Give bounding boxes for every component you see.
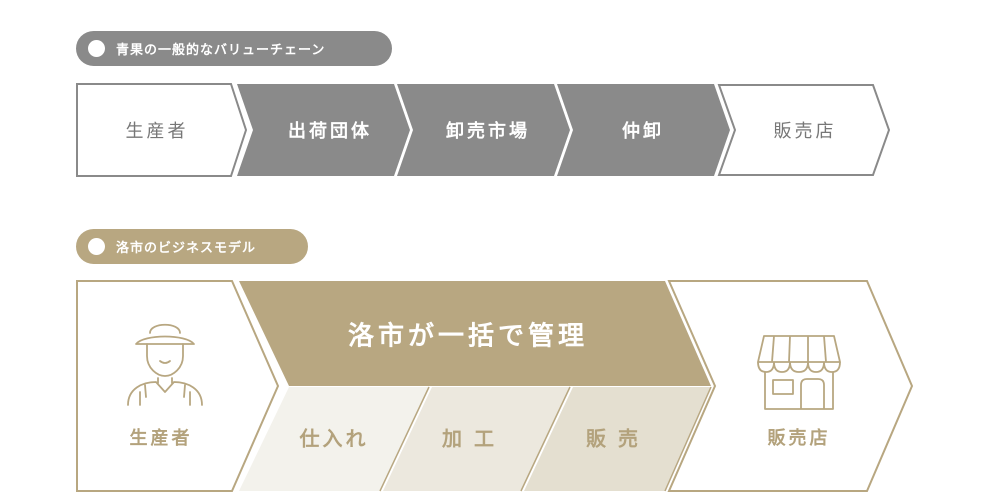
value-chain-title-pill: 青果の一般的なバリューチェーン xyxy=(76,31,392,66)
store-icon xyxy=(757,335,841,410)
sub-step-sales-label: 販売 xyxy=(586,426,650,451)
sub-step-divider xyxy=(379,386,430,492)
step-producer-shape xyxy=(76,83,248,177)
sub-step-processing-shape xyxy=(383,387,570,491)
producer-shape xyxy=(76,280,280,492)
step-retailer-label: 販売店 xyxy=(773,121,837,142)
value-chain-title: 青果の一般的なバリューチェーン xyxy=(116,43,326,58)
sub-step-sales-shape xyxy=(524,387,711,491)
managed-banner-label: 洛市が一括で管理 xyxy=(347,321,589,352)
bullet-dot-icon xyxy=(88,238,105,255)
step-wholesale-market-shape xyxy=(397,84,570,176)
step-wholesale-market-label: 卸売市場 xyxy=(446,121,530,142)
retailer-label: 販売店 xyxy=(767,428,831,449)
business-model-title: 洛市のビジネスモデル xyxy=(116,241,257,256)
step-shipping-group-label: 出荷団体 xyxy=(288,121,372,142)
sub-step-divider xyxy=(664,386,712,492)
step-intermediate-wholesaler-label: 仲卸 xyxy=(622,121,664,142)
sub-step-purchase-label: 仕入れ xyxy=(299,426,369,451)
sub-step-divider xyxy=(520,386,571,492)
step-retailer-shape xyxy=(717,84,891,176)
step-intermediate-wholesaler-shape xyxy=(557,84,730,176)
farmer-icon xyxy=(127,323,203,406)
business-model-title-pill: 洛市のビジネスモデル xyxy=(76,229,308,264)
bullet-dot-icon xyxy=(88,40,105,57)
retailer-shape xyxy=(667,280,914,492)
sub-step-processing-label: 加工 xyxy=(442,426,506,451)
producer-label: 生産者 xyxy=(129,428,193,449)
step-shipping-group-shape xyxy=(237,84,410,176)
managed-banner-shape xyxy=(239,281,711,386)
sub-step-purchase-shape xyxy=(239,387,429,491)
step-producer-label: 生産者 xyxy=(125,121,189,142)
